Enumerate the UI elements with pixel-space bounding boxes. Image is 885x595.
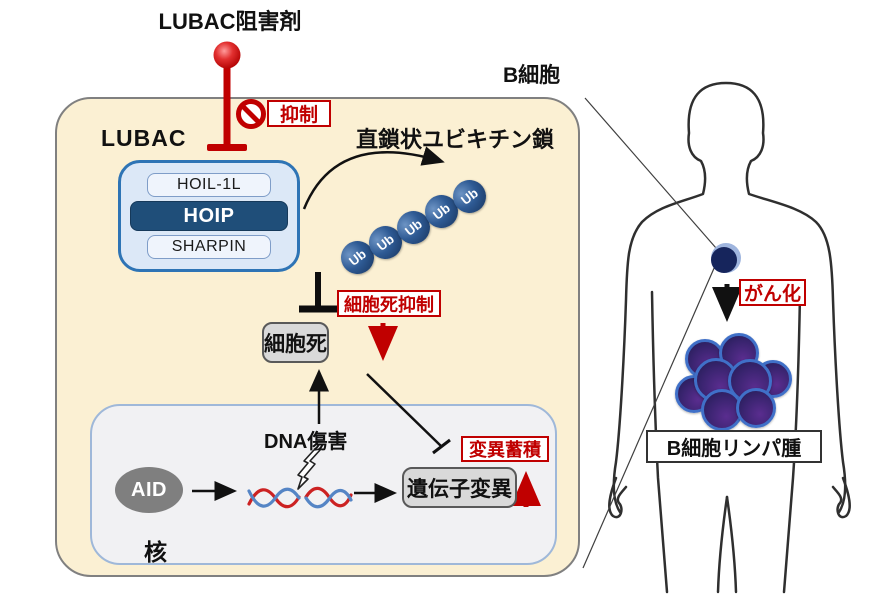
- suppression-badge: 抑制: [267, 100, 331, 127]
- zoom-connector-lines: [582, 97, 717, 569]
- subunit-sharpin: SHARPIN: [147, 235, 271, 259]
- b-cell-lymphoma-label: B細胞リンパ腫: [646, 430, 822, 463]
- cell-death-suppression-badge: 細胞死抑制: [337, 290, 441, 317]
- tumor-cell: [736, 388, 776, 428]
- b-cell-dot: [711, 243, 741, 273]
- b-cell-label: B細胞: [503, 64, 561, 87]
- lubac-complex-label: LUBAC: [101, 125, 187, 151]
- mutation-accumulation-badge: 変異蓄積: [461, 436, 549, 462]
- linear-ubiquitin-chain-label: 直鎖状ユビキチン鎖: [356, 127, 555, 152]
- gene-mutation-box: 遺伝子変異: [402, 467, 517, 508]
- nucleus-label: 核: [144, 539, 167, 565]
- cell-death-box: 細胞死: [262, 322, 329, 363]
- prohibition-slash: [240, 103, 262, 125]
- aid-enzyme: AID: [115, 467, 183, 513]
- lubac-complex-box: HOIL-1L HOIP SHARPIN: [118, 160, 300, 272]
- prohibition-icon: [236, 99, 266, 129]
- dna-damage-label: DNA傷害: [264, 431, 348, 453]
- oncogenesis-badge: がん化: [739, 279, 806, 306]
- subunit-hoip: HOIP: [130, 201, 288, 231]
- lubac-inhibitor-title: LUBAC阻害剤: [158, 9, 302, 34]
- subunit-hoil1l: HOIL-1L: [147, 173, 271, 197]
- b-cell-dot-core: [711, 247, 737, 273]
